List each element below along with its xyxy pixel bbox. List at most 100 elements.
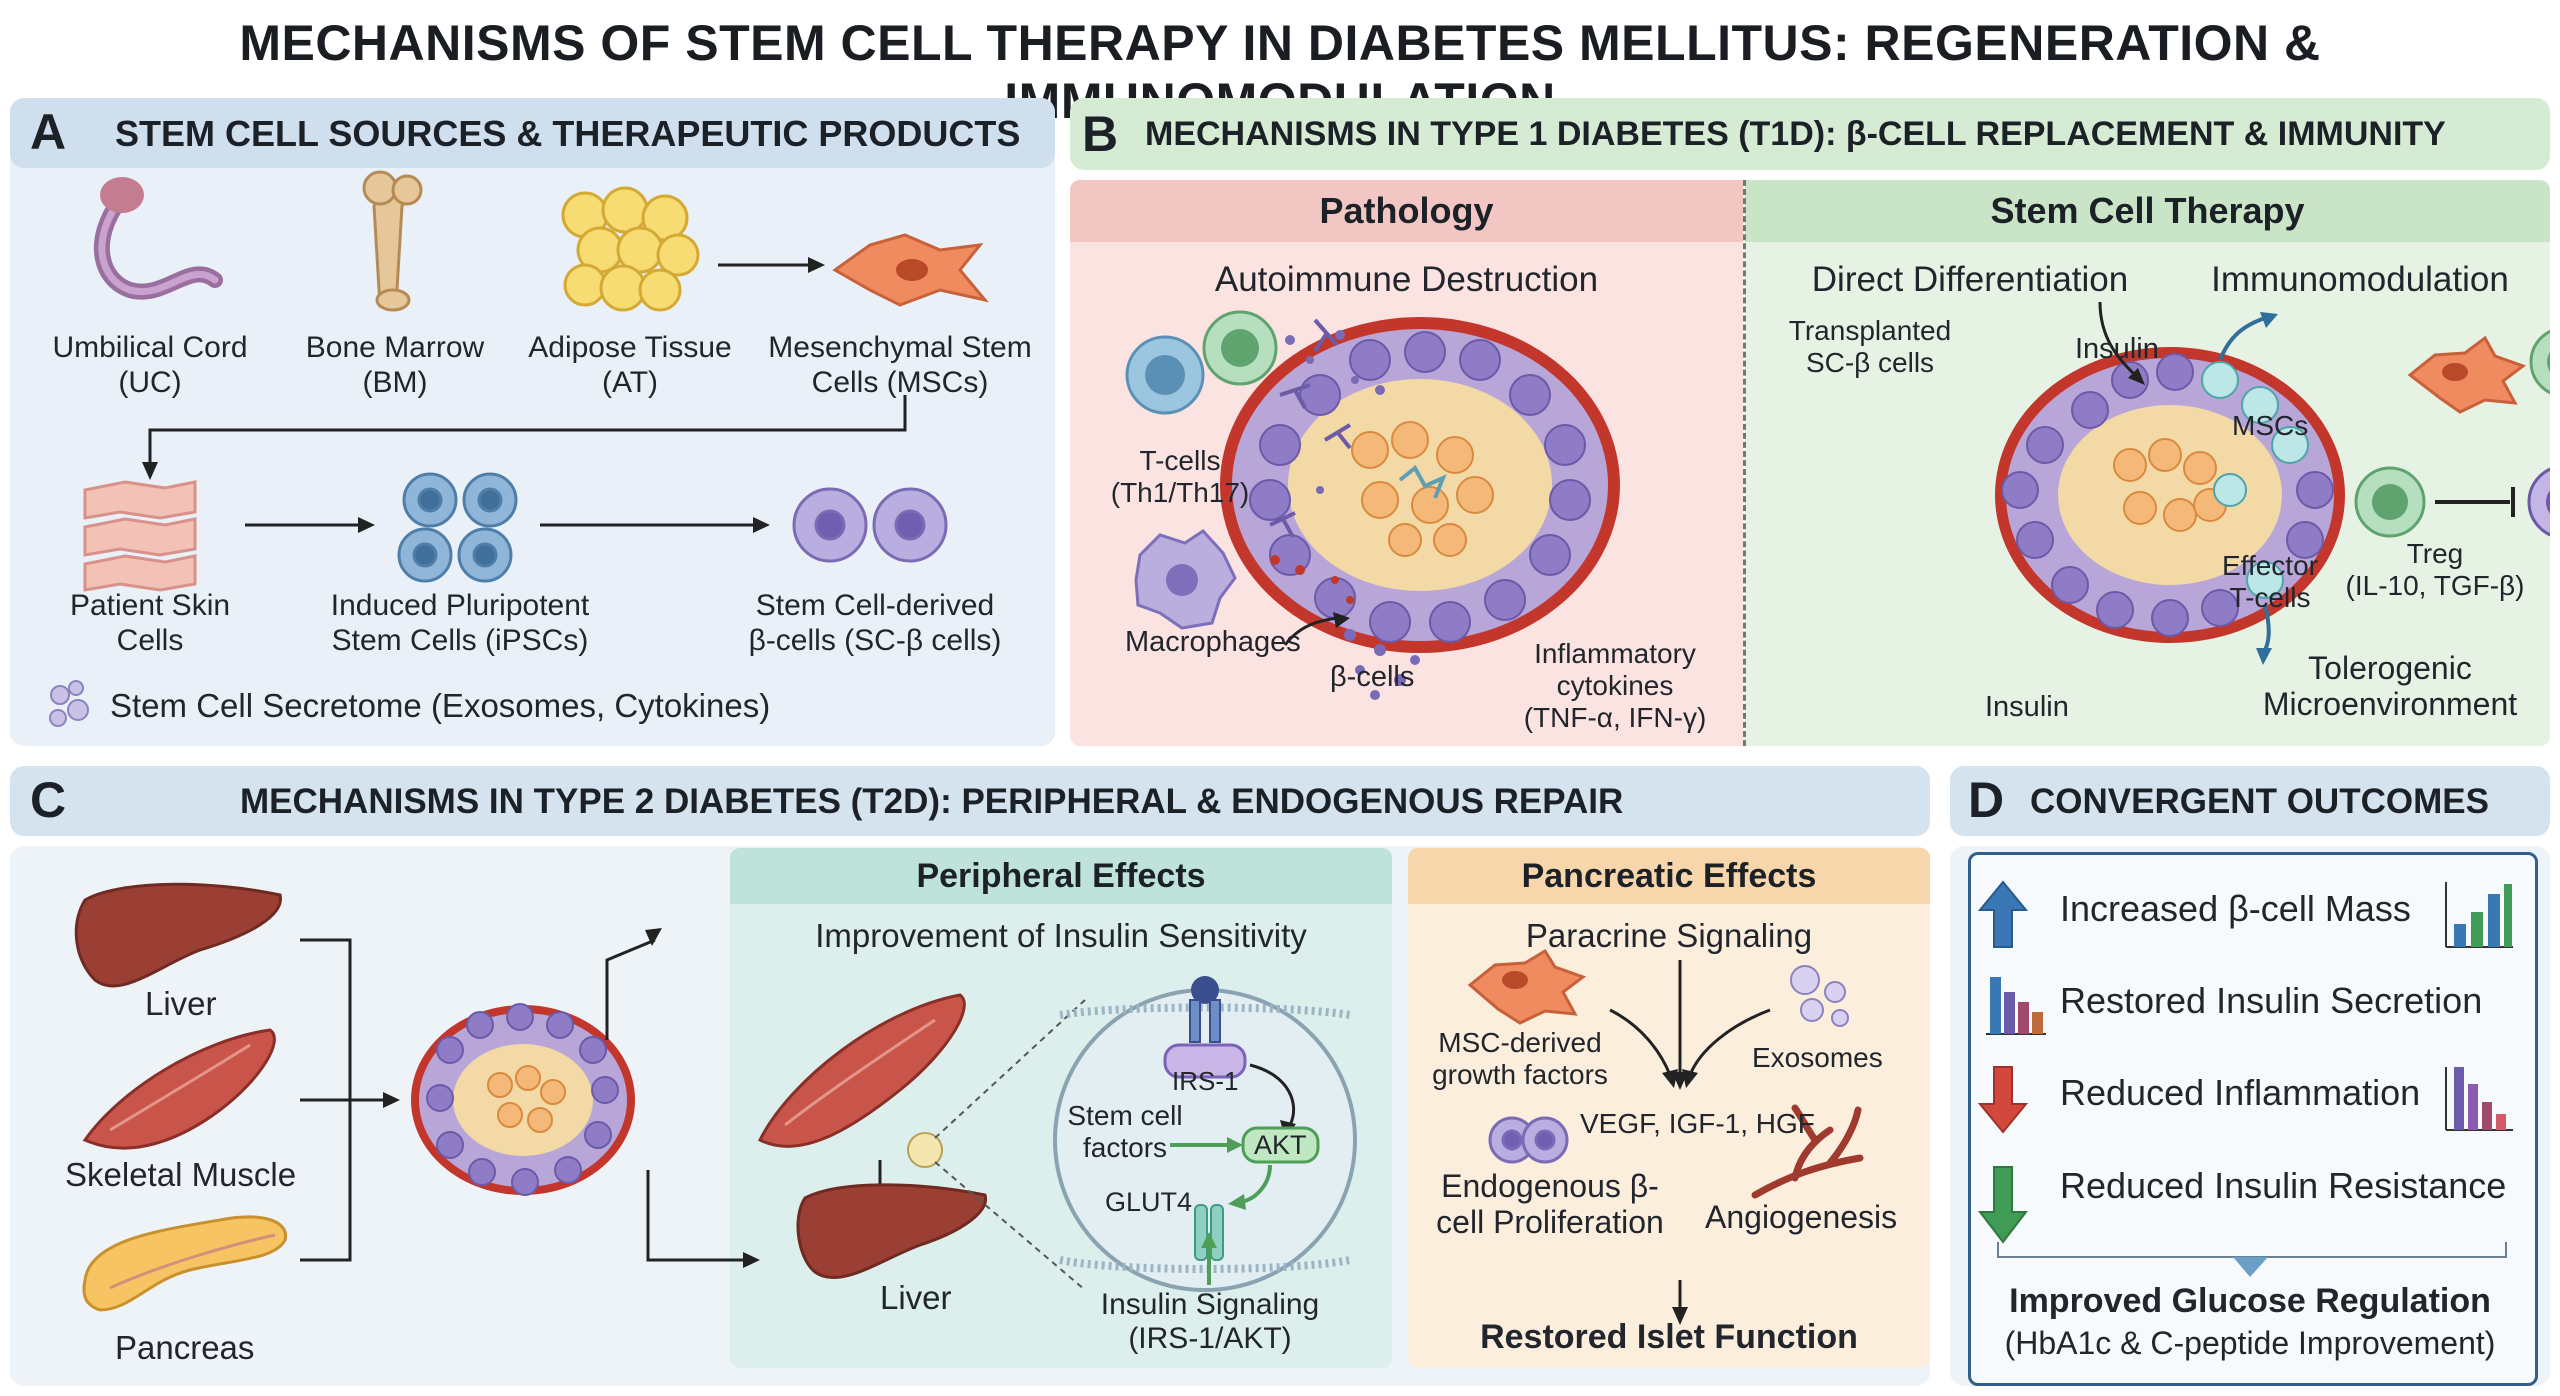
zoom-cell-icon: [907, 1132, 943, 1168]
transplanted-islet-icon: [1995, 347, 2345, 643]
outcome-reduced-inflammation: Reduced Inflammation: [2060, 1072, 2421, 1113]
label-glut4: GLUT4: [1105, 1187, 1193, 1217]
panel-d-letter: D: [1968, 772, 2005, 828]
label-insulin-top: Insulin: [2075, 333, 2159, 365]
up-arrow-icon: [1977, 880, 2029, 948]
label-mscs: MSCs: [2232, 410, 2309, 441]
panel-b-header: [1070, 98, 2550, 170]
pancreatic-panel: [1408, 848, 1930, 1368]
label-autoimmune: Autoimmune Destruction: [1214, 260, 1599, 299]
sc-beta-cells-icon: [792, 487, 948, 563]
therapy-title: Stem Cell Therapy: [1990, 190, 2305, 231]
effector-t-cell-icon: [2354, 466, 2426, 538]
skin-cells-icon: [83, 480, 197, 592]
label-insulin-signaling: Insulin Signaling(IRS-1/AKT): [1100, 1288, 1320, 1355]
exosomes-icon: [1790, 965, 1849, 1027]
label-direct-differentiation: Direct Differentiation: [1811, 260, 2129, 299]
label-liver: Liver: [145, 985, 217, 1022]
pathology-title: Pathology: [1319, 190, 1494, 231]
bar-chart-icon-3: [2445, 1067, 2513, 1131]
panel-a-header: [10, 98, 1055, 168]
liver-peripheral-icon: [796, 1183, 987, 1279]
label-secretome: Stem Cell Secretome (Exosomes, Cytokines…: [110, 687, 771, 724]
outcomes-box: [1968, 852, 2538, 1386]
label-growth-factors-list: VEGF, IGF-1, HGF: [1580, 1108, 1815, 1139]
label-adipose-tissue: Adipose Tissue(AT): [528, 331, 732, 399]
panel-a-graphics: [49, 170, 989, 727]
msc-cell-icon: [832, 233, 989, 307]
panel-b-graphics: [1125, 301, 2550, 700]
macrophage-icon: [1134, 529, 1237, 630]
blood-vessel-icon: [1751, 1104, 1864, 1199]
bar-chart-icon-1: [2445, 882, 2513, 948]
label-t-cells: T-cells(Th1/Th17): [1110, 445, 1250, 508]
panel-c-title: MECHANISMS IN TYPE 2 DIABETES (T2D): PER…: [240, 782, 1624, 821]
treg-icon: [2527, 467, 2550, 537]
label-skeletal-muscle: Skeletal Muscle: [65, 1156, 297, 1193]
panel-d-header: [1950, 766, 2550, 836]
bar-chart-icon-2: [1986, 977, 2046, 1035]
inflamed-islet-icon: [1220, 317, 1620, 653]
panel-c-letter: C: [30, 772, 67, 828]
final-hba1c: (HbA1c & C-peptide Improvement): [2004, 1325, 2496, 1361]
peripheral-title: Peripheral Effects: [916, 857, 1206, 895]
adipose-tissue-icon: [561, 186, 700, 312]
label-akt: AKT: [1254, 1130, 1307, 1160]
secretome-icon: [49, 680, 89, 727]
pathology-therapy-divider: [1743, 180, 1746, 746]
final-glucose-regulation: Improved Glucose Regulation: [2009, 1282, 2491, 1320]
endogenous-cells-icon: [1488, 1116, 1569, 1164]
down-arrow-green-icon: [1977, 1166, 2029, 1244]
label-treg: Treg(IL-10, TGF-β): [2345, 538, 2525, 601]
pancreas-icon: [82, 1215, 287, 1312]
peripheral-header: [730, 848, 1392, 904]
umbilical-cord-icon: [93, 177, 223, 300]
label-angiogenesis: Angiogenesis: [1705, 1199, 1898, 1235]
panel-c-header: [10, 766, 1930, 836]
insulin-signaling-zoom: [1053, 976, 1357, 1292]
panel-b-title: MECHANISMS IN TYPE 1 DIABETES (T1D): β-C…: [1145, 115, 2446, 153]
muscle-peripheral-icon: [757, 993, 966, 1148]
therapy-header: [1745, 180, 2550, 242]
outcome-reduced-resistance: Reduced Insulin Resistance: [2060, 1165, 2507, 1206]
pancreatic-title: Pancreatic Effects: [1521, 857, 1817, 895]
pathology-header: [1070, 180, 1743, 242]
label-endogenous: Endogenous β-cell Proliferation: [1436, 1168, 1664, 1240]
t-cells-icon: [1125, 310, 1278, 415]
skeletal-muscle-icon: [82, 1028, 276, 1150]
panel-a-letter: A: [30, 104, 67, 160]
label-sensitivity: Improvement of Insulin Sensitivity: [815, 917, 1307, 954]
label-restored-islet: Restored Islet Function: [1480, 1318, 1858, 1356]
t-cell-suppressed-icon: [2529, 329, 2550, 395]
bone-marrow-icon: [362, 170, 423, 312]
msc-growth-factor-icon: [1467, 948, 1587, 1025]
label-insulin-bottom: Insulin: [1985, 691, 2069, 723]
panel-a-title: STEM CELL SOURCES & THERAPEUTIC PRODUCTS: [115, 113, 1021, 154]
panel-c-graphics: [74, 882, 1864, 1325]
panel-d-graphics: [1977, 880, 2513, 1277]
liver-icon: [74, 882, 282, 988]
label-beta-cells: β-cells: [1330, 661, 1415, 693]
label-immunomodulation: Immunomodulation: [2211, 260, 2509, 299]
label-macrophages: Macrophages: [1125, 626, 1301, 658]
label-bone-marrow: Bone Marrow(BM): [305, 331, 485, 399]
label-irs1: IRS-1: [1172, 1066, 1239, 1096]
islet-icon: [411, 1003, 635, 1196]
msc-small-icon: [2407, 335, 2527, 414]
outcome-increased-beta-mass: Increased β-cell Mass: [2060, 888, 2411, 929]
label-umbilical-cord: Umbilical Cord(UC): [52, 331, 248, 399]
outcome-restored-insulin: Restored Insulin Secretion: [2060, 980, 2483, 1021]
label-exosomes: Exosomes: [1752, 1042, 1883, 1073]
label-liver-peripheral: Liver: [880, 1279, 952, 1316]
label-pancreas: Pancreas: [115, 1329, 255, 1366]
pancreatic-header: [1408, 848, 1930, 904]
